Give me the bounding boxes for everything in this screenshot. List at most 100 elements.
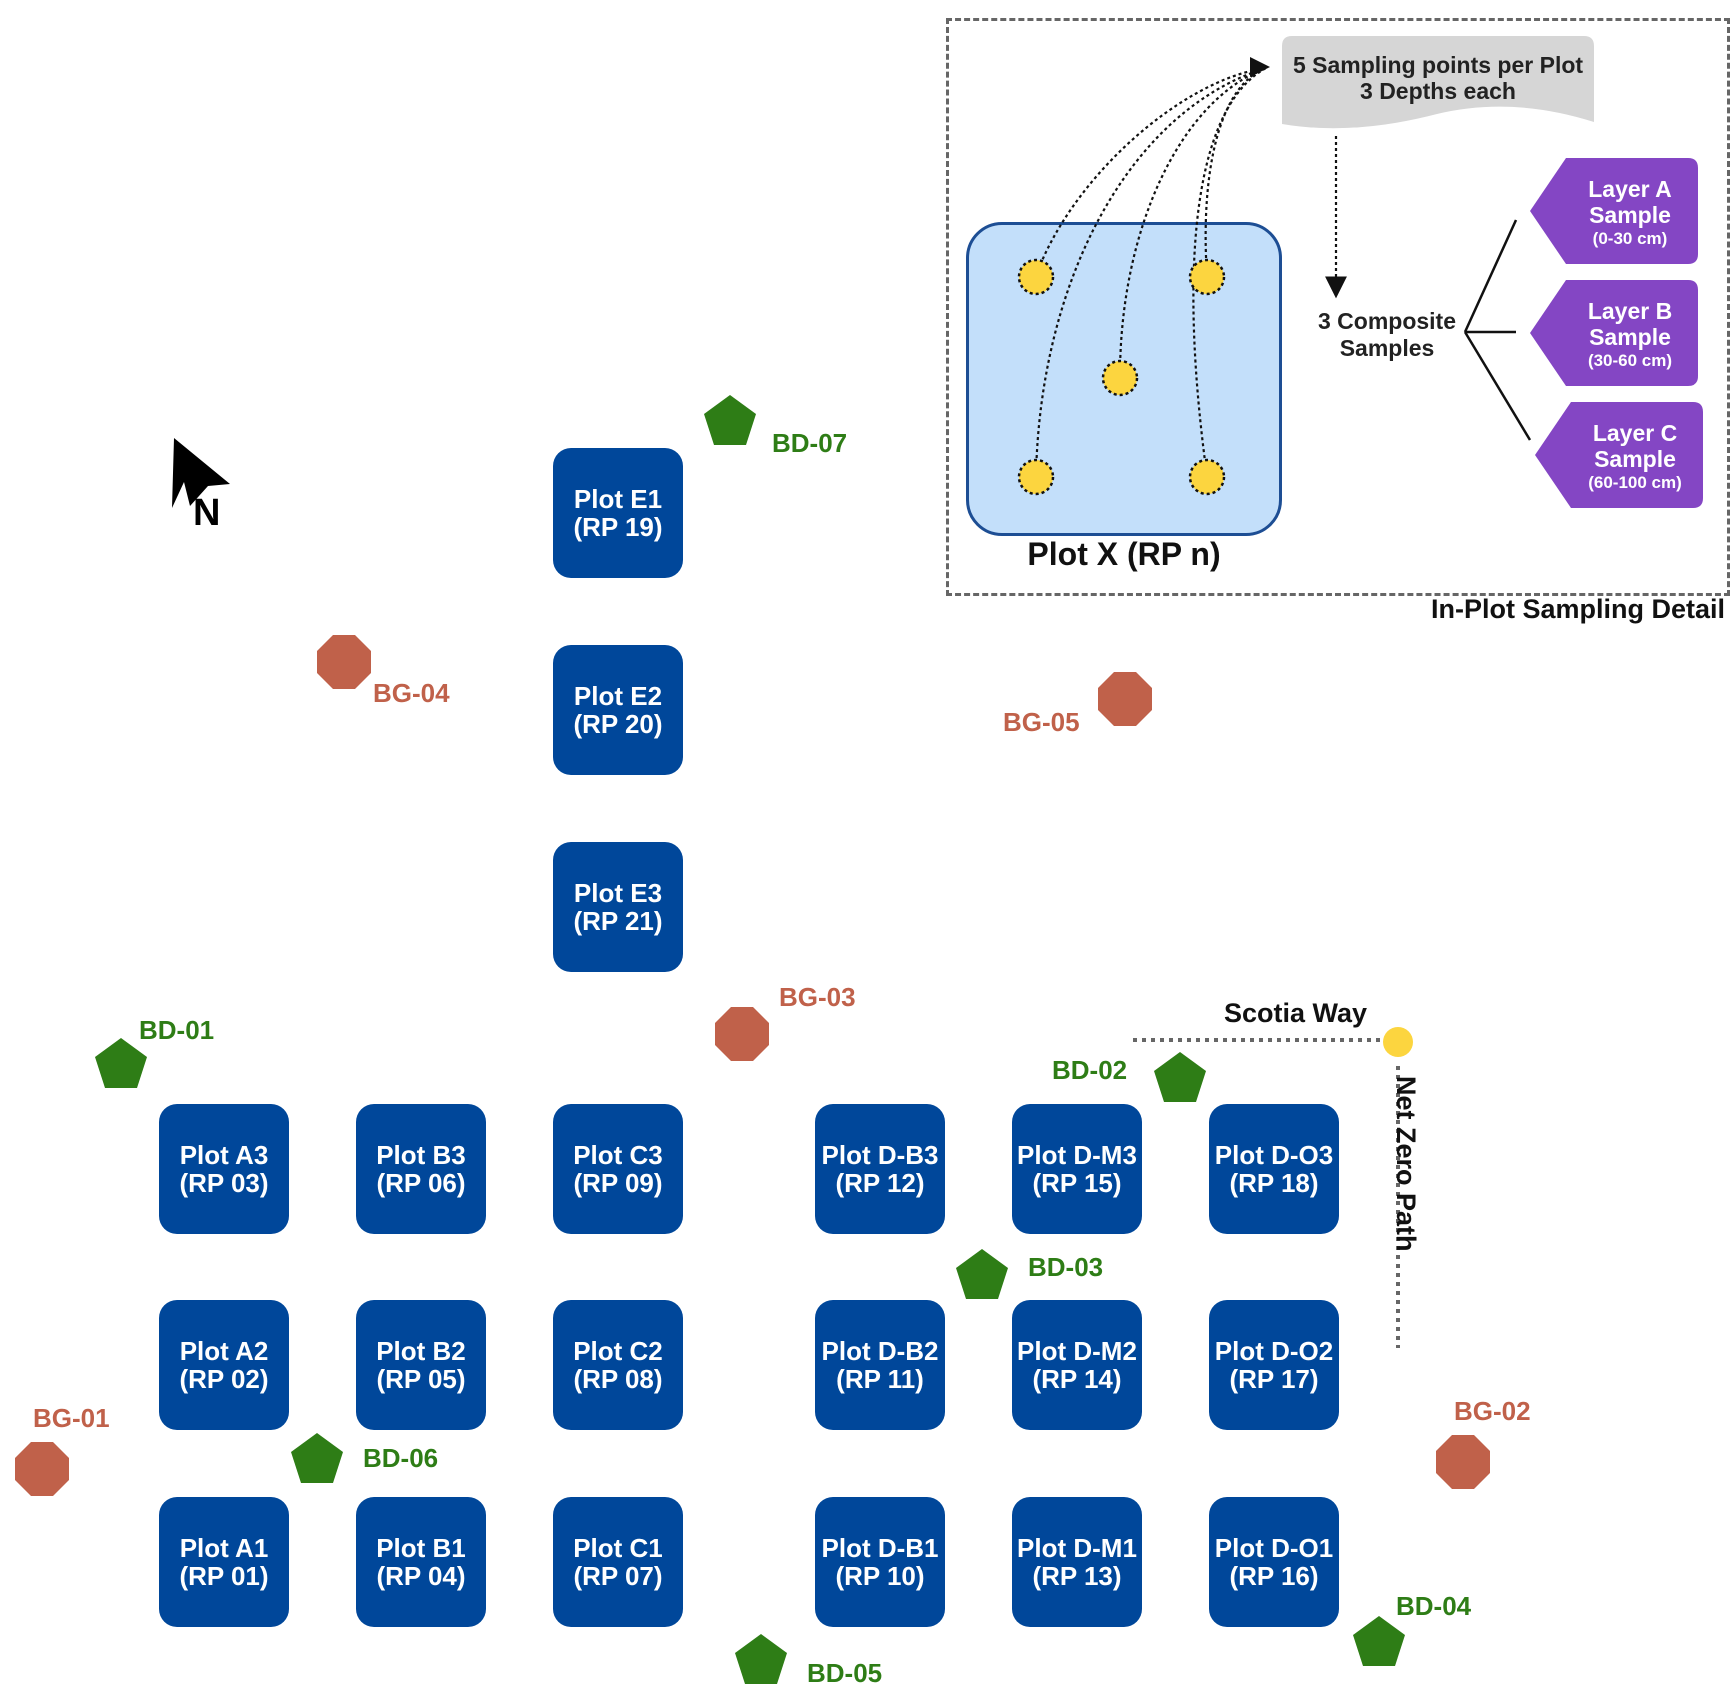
plot-rp: (RP 16) <box>1229 1561 1319 1591</box>
composite-samples-label: 3 Composite Samples <box>1312 308 1462 362</box>
plot-name: Plot A1 <box>179 1533 269 1563</box>
path-junction-icon <box>1383 1027 1413 1057</box>
layer-b-label: Layer B Sample (30-60 cm) <box>1555 298 1705 372</box>
plot-d-b3: Plot D-B3 (RP 12) <box>815 1104 945 1234</box>
bg-label: BG-04 <box>373 678 450 708</box>
bd-marker-icon <box>95 1038 147 1088</box>
plot-b3: Plot B3 (RP 06) <box>356 1104 486 1234</box>
plot-name: Plot D-O1 <box>1214 1533 1334 1563</box>
bd-label: BD-05 <box>807 1658 883 1688</box>
plot-rp: (RP 01) <box>179 1561 269 1591</box>
layer-b-line-2: Sample <box>1589 324 1671 350</box>
plot-name: Plot B2 <box>376 1336 466 1366</box>
plot-d-o2: Plot D-O2 (RP 17) <box>1209 1300 1339 1430</box>
composite-line-1: 3 Composite <box>1317 308 1457 334</box>
plot-rp: (RP 19) <box>573 512 663 542</box>
plot-rp: (RP 17) <box>1229 1364 1319 1394</box>
callout-line-2: 3 Depths each <box>1360 78 1516 104</box>
layer-c-line-1: Layer C <box>1592 420 1678 446</box>
plot-b2: Plot B2 (RP 05) <box>356 1300 486 1430</box>
plot-e3: Plot E3 (RP 21) <box>553 842 683 972</box>
plot-name: Plot C2 <box>573 1336 663 1366</box>
plot-rp: (RP 14) <box>1032 1364 1122 1394</box>
layer-c-depth: (60-100 cm) <box>1588 473 1682 492</box>
plot-rp: (RP 13) <box>1032 1561 1122 1591</box>
plot-e1: Plot E1 (RP 19) <box>553 448 683 578</box>
plot-name: Plot E1 <box>573 484 663 514</box>
plot-rp: (RP 09) <box>573 1168 663 1198</box>
callout-box <box>1282 36 1594 129</box>
bd-marker-icon <box>291 1433 343 1483</box>
scotia-way-label: Scotia Way <box>1224 998 1368 1028</box>
plot-d-b2: Plot D-B2 (RP 11) <box>815 1300 945 1430</box>
bg-label: BG-03 <box>779 982 856 1012</box>
layer-a-label: Layer A Sample (0-30 cm) <box>1555 176 1705 250</box>
bg-label: BG-05 <box>1003 707 1080 737</box>
bd-label: BD-01 <box>139 1015 215 1045</box>
plot-rp: (RP 20) <box>573 709 663 739</box>
layer-a-line-1: Layer A <box>1588 176 1672 202</box>
plot-d-m2: Plot D-M2 (RP 14) <box>1012 1300 1142 1430</box>
bd-label: BD-03 <box>1028 1252 1104 1282</box>
layer-b-shape <box>1530 280 1698 386</box>
layer-a-line-2: Sample <box>1589 202 1671 228</box>
bg-marker-icon <box>1098 672 1152 726</box>
bg-label: BG-02 <box>1454 1396 1531 1426</box>
layer-a-shape <box>1530 158 1698 264</box>
plot-name: Plot D-M1 <box>1017 1533 1137 1563</box>
composite-line-2: Samples <box>1339 335 1435 361</box>
plot-name: Plot E2 <box>573 681 663 711</box>
plot-d-b1: Plot D-B1 (RP 10) <box>815 1497 945 1627</box>
plot-rp: (RP 02) <box>179 1364 269 1394</box>
inset-title: In-Plot Sampling Detail <box>1430 594 1725 624</box>
plot-rp: (RP 06) <box>376 1168 466 1198</box>
north-arrow-icon <box>172 438 230 508</box>
plot-detail-box <box>966 222 1282 536</box>
plot-name: Plot D-B1 <box>821 1533 939 1563</box>
plot-name: Plot B3 <box>376 1140 466 1170</box>
plot-name: Plot D-B3 <box>821 1140 939 1170</box>
plot-rp: (RP 11) <box>836 1364 924 1394</box>
bg-marker-icon <box>1436 1435 1490 1489</box>
plot-detail-label: Plot X (RP n) <box>1027 536 1221 572</box>
plot-name: Plot A2 <box>179 1336 269 1366</box>
plot-name: Plot B1 <box>376 1533 466 1563</box>
plot-b1: Plot B1 (RP 04) <box>356 1497 486 1627</box>
plot-rp: (RP 04) <box>376 1561 466 1591</box>
plot-rp: (RP 15) <box>1032 1168 1122 1198</box>
bd-label: BD-06 <box>363 1443 439 1473</box>
plot-a1: Plot A1 (RP 01) <box>159 1497 289 1627</box>
layer-c-line-2: Sample <box>1594 446 1676 472</box>
layer-a-depth: (0-30 cm) <box>1592 229 1668 248</box>
plot-name: Plot D-M3 <box>1017 1140 1137 1170</box>
bd-marker-icon <box>956 1249 1008 1299</box>
plot-rp: (RP 10) <box>835 1561 925 1591</box>
plot-d-m3: Plot D-M3 (RP 15) <box>1012 1104 1142 1234</box>
layer-b-line-1: Layer B <box>1587 298 1673 324</box>
bd-label: BD-04 <box>1396 1591 1472 1621</box>
bg-label: BG-01 <box>33 1403 110 1433</box>
plot-e2: Plot E2 (RP 20) <box>553 645 683 775</box>
bd-marker-icon <box>735 1634 787 1684</box>
plot-c1: Plot C1 (RP 07) <box>553 1497 683 1627</box>
plot-a3: Plot A3 (RP 03) <box>159 1104 289 1234</box>
bg-marker-icon <box>715 1007 769 1061</box>
plot-d-o1: Plot D-O1 (RP 16) <box>1209 1497 1339 1627</box>
layer-b-depth: (30-60 cm) <box>1587 351 1673 370</box>
bd-marker-icon <box>1353 1616 1405 1666</box>
plot-name: Plot D-O2 <box>1214 1336 1334 1366</box>
bg-marker-icon <box>15 1442 69 1496</box>
bg-marker-icon <box>317 635 371 689</box>
sampling-detail-inset <box>946 18 1730 596</box>
layer-c-label: Layer C Sample (60-100 cm) <box>1560 420 1710 494</box>
plot-name: Plot D-B2 <box>821 1336 939 1366</box>
layer-c-shape <box>1535 402 1703 508</box>
bd-label: BD-07 <box>772 428 848 458</box>
plot-rp: (RP 05) <box>376 1364 466 1394</box>
plot-rp: (RP 08) <box>573 1364 663 1394</box>
plot-d-o3: Plot D-O3 (RP 18) <box>1209 1104 1339 1234</box>
plot-name: Plot D-O3 <box>1214 1140 1334 1170</box>
plot-name: Plot A3 <box>179 1140 269 1170</box>
plot-name: Plot C1 <box>573 1533 663 1563</box>
north-label: N <box>193 492 221 534</box>
